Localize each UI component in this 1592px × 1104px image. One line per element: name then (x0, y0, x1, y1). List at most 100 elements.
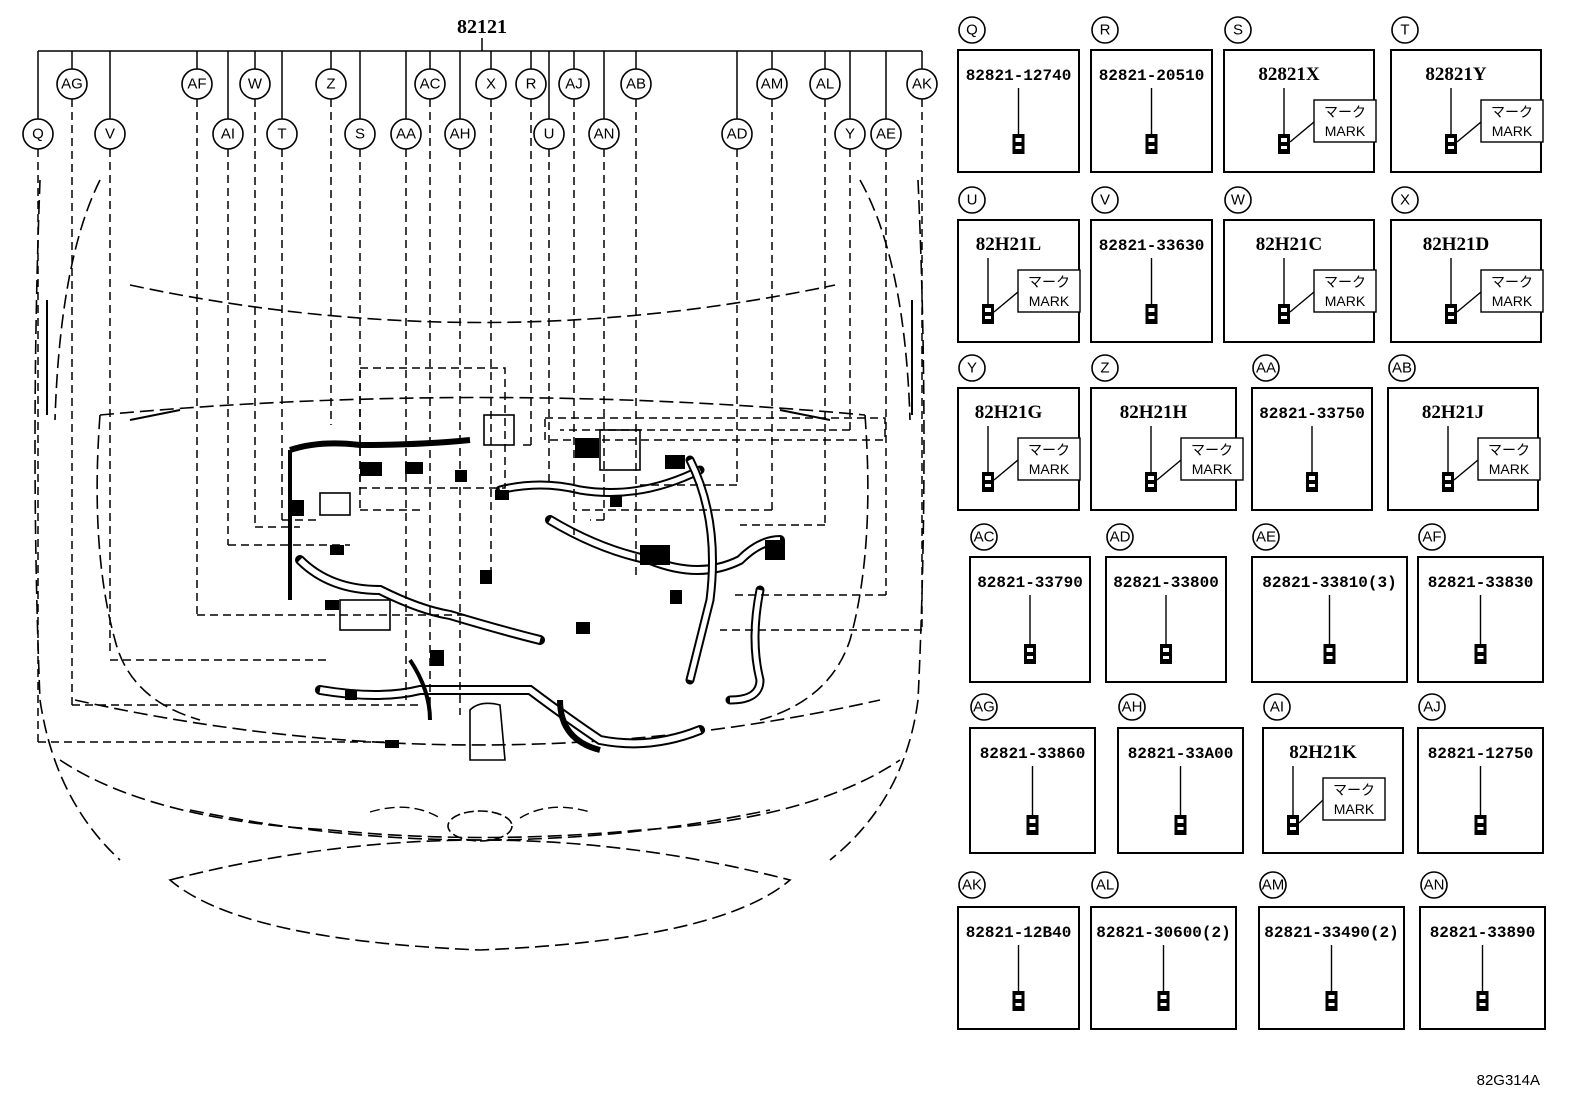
callout-label: R (526, 76, 537, 93)
part-number: 82821-33A00 (1128, 745, 1234, 763)
connector-icon (1012, 991, 1025, 1011)
part-number: 82821X (1258, 64, 1320, 85)
callout-aj: AJ (558, 68, 590, 100)
part-label: AJ (1423, 699, 1441, 716)
part-number: 82H21J (1422, 402, 1484, 423)
connector-icon (1442, 472, 1454, 492)
part-label: Z (1100, 360, 1109, 377)
part-number: 82821Y (1425, 64, 1487, 85)
part-label: X (1400, 192, 1410, 209)
connector-icon (1278, 304, 1290, 324)
callout-ad: AD (721, 118, 753, 150)
part-number: 82821-33750 (1259, 405, 1365, 423)
callout-label: AI (221, 126, 235, 143)
part-number: 82821-12B40 (966, 924, 1072, 942)
mark-jp: マーク (1333, 782, 1375, 798)
callout-label: W (248, 76, 263, 93)
mark-en: MARK (1489, 461, 1530, 477)
callout-r: R (515, 68, 547, 100)
part-number: 82H21H (1120, 402, 1188, 423)
part-label: AG (973, 699, 995, 716)
callout-label: Y (845, 126, 855, 143)
part-number: 82821-33860 (980, 745, 1086, 763)
car-body-outline (34, 179, 925, 951)
callout-s: S (344, 118, 376, 150)
connector-icon (1445, 134, 1457, 154)
connector-icon (1445, 304, 1457, 324)
connector-icon (1474, 815, 1487, 835)
part-label: AK (962, 877, 982, 894)
mark-jp: マーク (1488, 442, 1530, 458)
callout-label: AB (626, 76, 646, 93)
part-label: AL (1096, 877, 1114, 894)
part-label: AH (1122, 699, 1143, 716)
part-label: AB (1392, 360, 1412, 377)
part-number: 82H21D (1423, 234, 1490, 255)
part-number: 82821-20510 (1099, 67, 1205, 85)
callout-ab: AB (620, 68, 652, 100)
harness-connectors (290, 438, 785, 748)
connector-icon (1476, 991, 1489, 1011)
part-label: W (1231, 192, 1246, 209)
part-ab: AB 82H21J マーク MARK (1387, 354, 1541, 511)
part-number: 82821-33810(3) (1262, 574, 1396, 592)
mark-jp: マーク (1028, 274, 1070, 290)
part-label: U (967, 192, 978, 209)
callout-ah: AH (444, 118, 476, 150)
callout-am: AM (756, 68, 788, 100)
part-label: Q (966, 22, 978, 39)
callout-w: W (239, 68, 271, 100)
callout-ag: AG (56, 68, 88, 100)
part-number: 82821-12750 (1428, 745, 1534, 763)
callout-af: AF (181, 68, 213, 100)
callout-q: Q (22, 118, 54, 150)
callout-label: V (105, 126, 115, 143)
connector-icon (1278, 134, 1290, 154)
callout-label: AN (594, 126, 615, 143)
callout-label: AC (420, 76, 441, 93)
part-label: AN (1424, 877, 1445, 894)
callout-label: AA (396, 126, 416, 143)
callout-label: AH (450, 126, 471, 143)
mark-jp: マーク (1324, 104, 1366, 120)
connector-icon (982, 304, 994, 324)
main-part-number: 82121 (457, 16, 507, 38)
connector-icon (1012, 134, 1025, 154)
callout-ai: AI (212, 118, 244, 150)
part-label: V (1100, 192, 1110, 209)
emblem-icon (447, 810, 513, 842)
part-label: AI (1270, 699, 1284, 716)
connector-icon (1287, 815, 1299, 835)
part-label: Y (967, 360, 977, 377)
callout-label: U (544, 126, 555, 143)
part-ak: AK 82821-12B40 (957, 871, 1080, 1030)
part-an: AN 82821-33890 (1419, 871, 1546, 1030)
connector-icon (1145, 304, 1158, 324)
part-label: AE (1256, 529, 1276, 546)
connector-icon (1474, 644, 1487, 664)
callout-u: U (533, 118, 565, 150)
callout-label: X (486, 76, 496, 93)
connector-icon (1306, 472, 1318, 492)
callout-aa: AA (390, 118, 422, 150)
part-number: 82H21G (975, 402, 1043, 423)
part-number: 82821-33890 (1430, 924, 1536, 942)
connector-icon (982, 472, 994, 492)
part-number: 82821-33630 (1099, 237, 1205, 255)
